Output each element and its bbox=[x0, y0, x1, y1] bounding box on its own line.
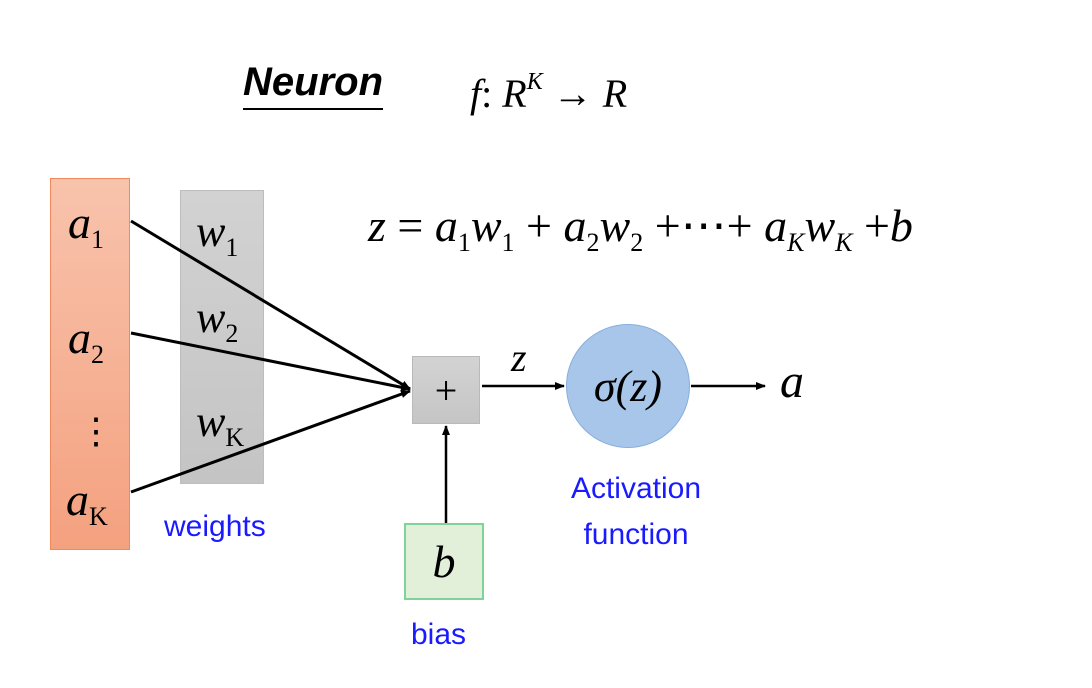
sum-output-z: z bbox=[511, 335, 527, 380]
activation-node: σ(z) bbox=[566, 324, 690, 448]
wire-aK bbox=[130, 389, 411, 494]
input-a2: a2 bbox=[68, 312, 104, 370]
mapping-colon: : bbox=[481, 71, 493, 116]
weight-wK: wK bbox=[196, 397, 245, 453]
mapping-arrow: → bbox=[552, 71, 593, 116]
mapping-f: f bbox=[470, 71, 482, 116]
input-a1: a1 bbox=[68, 197, 104, 255]
mapping-codomain: R bbox=[602, 71, 628, 116]
bias-symbol: b bbox=[432, 536, 456, 587]
weights-label: weights bbox=[164, 510, 266, 543]
plus-icon: + bbox=[434, 367, 458, 413]
function-mapping: f: RK → R bbox=[470, 56, 627, 120]
activation-label: Activation function bbox=[554, 472, 718, 552]
inputs-box bbox=[50, 178, 130, 550]
weight-w2: w2 bbox=[196, 293, 239, 349]
wire-a2 bbox=[130, 331, 411, 392]
bias-label: bias bbox=[411, 618, 467, 651]
wire-a1 bbox=[130, 219, 411, 391]
activation-label-line2: function bbox=[583, 518, 689, 551]
activation-expression: σ(z) bbox=[593, 361, 663, 411]
activation-label-line1: Activation bbox=[570, 472, 702, 505]
input-aK: aK bbox=[66, 474, 108, 532]
output-a: a bbox=[780, 355, 804, 408]
mapping-domain-exponent: K bbox=[526, 69, 543, 95]
weight-w1: w1 bbox=[196, 207, 239, 263]
diagram-title: Neuron bbox=[243, 58, 383, 110]
summation-node: + bbox=[412, 356, 480, 424]
weights-box bbox=[180, 190, 264, 484]
input-ellipsis: ⋮ bbox=[78, 411, 114, 451]
weighted-sum-equation: z = a1w1 + a2w2 +⋯+ aKwK +b bbox=[368, 200, 913, 257]
mapping-domain: R bbox=[502, 71, 527, 116]
bias-node: b bbox=[404, 523, 484, 600]
